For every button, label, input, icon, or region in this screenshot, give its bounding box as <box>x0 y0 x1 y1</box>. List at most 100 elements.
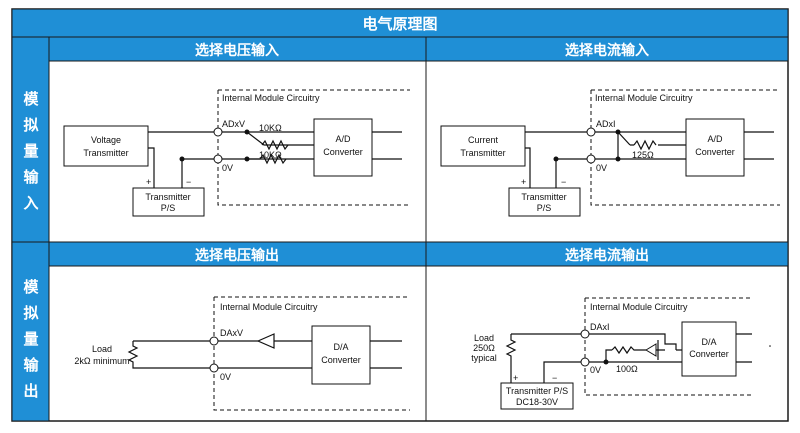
transmitter-ps-box <box>500 382 574 410</box>
terminal-0v <box>580 357 590 367</box>
row-label-cell-output <box>11 241 50 422</box>
converter-line1: A/D <box>707 134 723 144</box>
row-label-input: 模拟量输入 <box>23 90 39 212</box>
terminal-adxv-label: ADxV <box>222 119 245 129</box>
plus-wire <box>525 147 531 188</box>
terminal-daxi <box>580 329 590 339</box>
load-line2: 2kΩ minimum <box>74 356 129 366</box>
voltage-output-header <box>48 241 427 267</box>
source-line2: Transmitter <box>460 148 505 158</box>
source-line2: Transmitter <box>83 148 128 158</box>
sense-wire <box>605 349 682 362</box>
output-wire <box>589 333 666 342</box>
transmitter-ps-box <box>508 187 581 217</box>
converter-line2: Converter <box>689 349 729 359</box>
da-converter-box <box>681 321 737 377</box>
current-input-circuit: Internal Module Circuitry Current Transm… <box>440 89 780 217</box>
psu-line1: Transmitter P/S <box>506 386 568 396</box>
terminal-0v-label: 0V <box>596 163 607 173</box>
psu-line2: DC18-30V <box>516 397 558 407</box>
resistor-shunt-label: 125Ω <box>632 150 654 160</box>
current-output-circuit: Internal Module Circuitry Load 250Ω typi… <box>471 297 771 410</box>
stray-mark <box>769 345 771 347</box>
terminal-0v <box>209 363 219 373</box>
diagram-title: 电气原理图 <box>362 15 437 33</box>
plus-sign: + <box>521 177 526 187</box>
current-transmitter-box <box>440 125 526 167</box>
current-output-title: 选择电流输出 <box>565 247 649 264</box>
terminal-0v-label: 0V <box>220 372 231 382</box>
converter-line2: Converter <box>695 147 735 157</box>
load-resistor <box>127 341 210 369</box>
terminal-daxi-label: DAxI <box>590 322 610 332</box>
buffer-amplifier <box>256 333 275 349</box>
minus-wire <box>543 361 581 383</box>
junction <box>179 156 185 162</box>
psu-line1: Transmitter <box>145 192 190 202</box>
resistor-shunt <box>633 139 657 151</box>
shunt-lead-in <box>617 131 631 146</box>
current-input-title: 选择电流输入 <box>565 42 649 59</box>
load-resistor <box>505 334 517 383</box>
plus-sign: + <box>513 373 518 383</box>
junction <box>553 156 559 162</box>
terminal-0v <box>213 154 223 164</box>
resistor-2 <box>259 153 287 165</box>
terminal-daxv <box>209 336 219 346</box>
terminal-0v <box>586 154 596 164</box>
voltage-transmitter-box <box>63 125 149 167</box>
module-boundary <box>213 296 410 411</box>
terminal-0v-label: 0V <box>590 365 601 375</box>
title-bar <box>11 8 789 38</box>
load-line3: typical <box>471 353 497 363</box>
converter-line2: Converter <box>323 147 363 157</box>
source-line1: Voltage <box>91 135 121 145</box>
converter-line1: D/A <box>701 337 716 347</box>
ad-converter-box <box>313 118 373 177</box>
module-label: Internal Module Circuitry <box>595 93 693 103</box>
da-converter-box <box>311 325 371 385</box>
terminal-daxv-label: DAxV <box>220 328 243 338</box>
converter-line1: D/A <box>333 342 348 352</box>
module-label: Internal Module Circuitry <box>220 302 318 312</box>
source-line1: Current <box>468 135 499 145</box>
psu-line2: P/S <box>161 203 176 213</box>
current-output-header <box>425 241 789 267</box>
voltage-output-circuit: Internal Module Circuitry Load 2kΩ minim… <box>74 296 410 411</box>
module-label: Internal Module Circuitry <box>590 302 688 312</box>
current-input-header <box>425 36 789 62</box>
converter-outputs <box>370 340 402 369</box>
minus-sign: − <box>552 373 557 383</box>
converter-outputs <box>372 131 402 160</box>
load-line2: 250Ω <box>473 343 495 353</box>
module-label: Internal Module Circuitry <box>222 93 320 103</box>
resistor-sense <box>611 345 638 355</box>
terminal-adxi <box>586 127 596 137</box>
psu-line2: P/S <box>537 203 552 213</box>
voltage-input-circuit: Internal Module Circuitry Voltage Transm… <box>63 89 410 217</box>
terminal-adxv <box>213 127 223 137</box>
row-label-output: 模拟量输出 <box>23 278 39 400</box>
resistor-1-label: 10KΩ <box>259 123 282 133</box>
voltage-input-title: 选择电压输入 <box>195 42 279 59</box>
converter-outputs <box>744 131 774 160</box>
minus-sign: − <box>186 177 191 187</box>
voltage-output-title: 选择电压输出 <box>195 247 279 264</box>
ad-converter-box <box>685 118 745 177</box>
resistor-1 <box>261 139 289 151</box>
minus-sign: − <box>561 177 566 187</box>
converter-line2: Converter <box>321 355 361 365</box>
voltage-input-header <box>48 36 427 62</box>
load-line1: Load <box>92 344 112 354</box>
terminal-adxi-label: ADxI <box>596 119 616 129</box>
row-label-cell-input <box>11 36 50 243</box>
r-link <box>246 131 314 146</box>
converter-outputs <box>736 333 752 363</box>
resistor-2-label: 10KΩ <box>259 150 282 160</box>
plus-sign: + <box>146 177 151 187</box>
terminal-0v-label: 0V <box>222 163 233 173</box>
load-line1: Load <box>474 333 494 343</box>
transmitter-ps-box <box>132 187 205 217</box>
